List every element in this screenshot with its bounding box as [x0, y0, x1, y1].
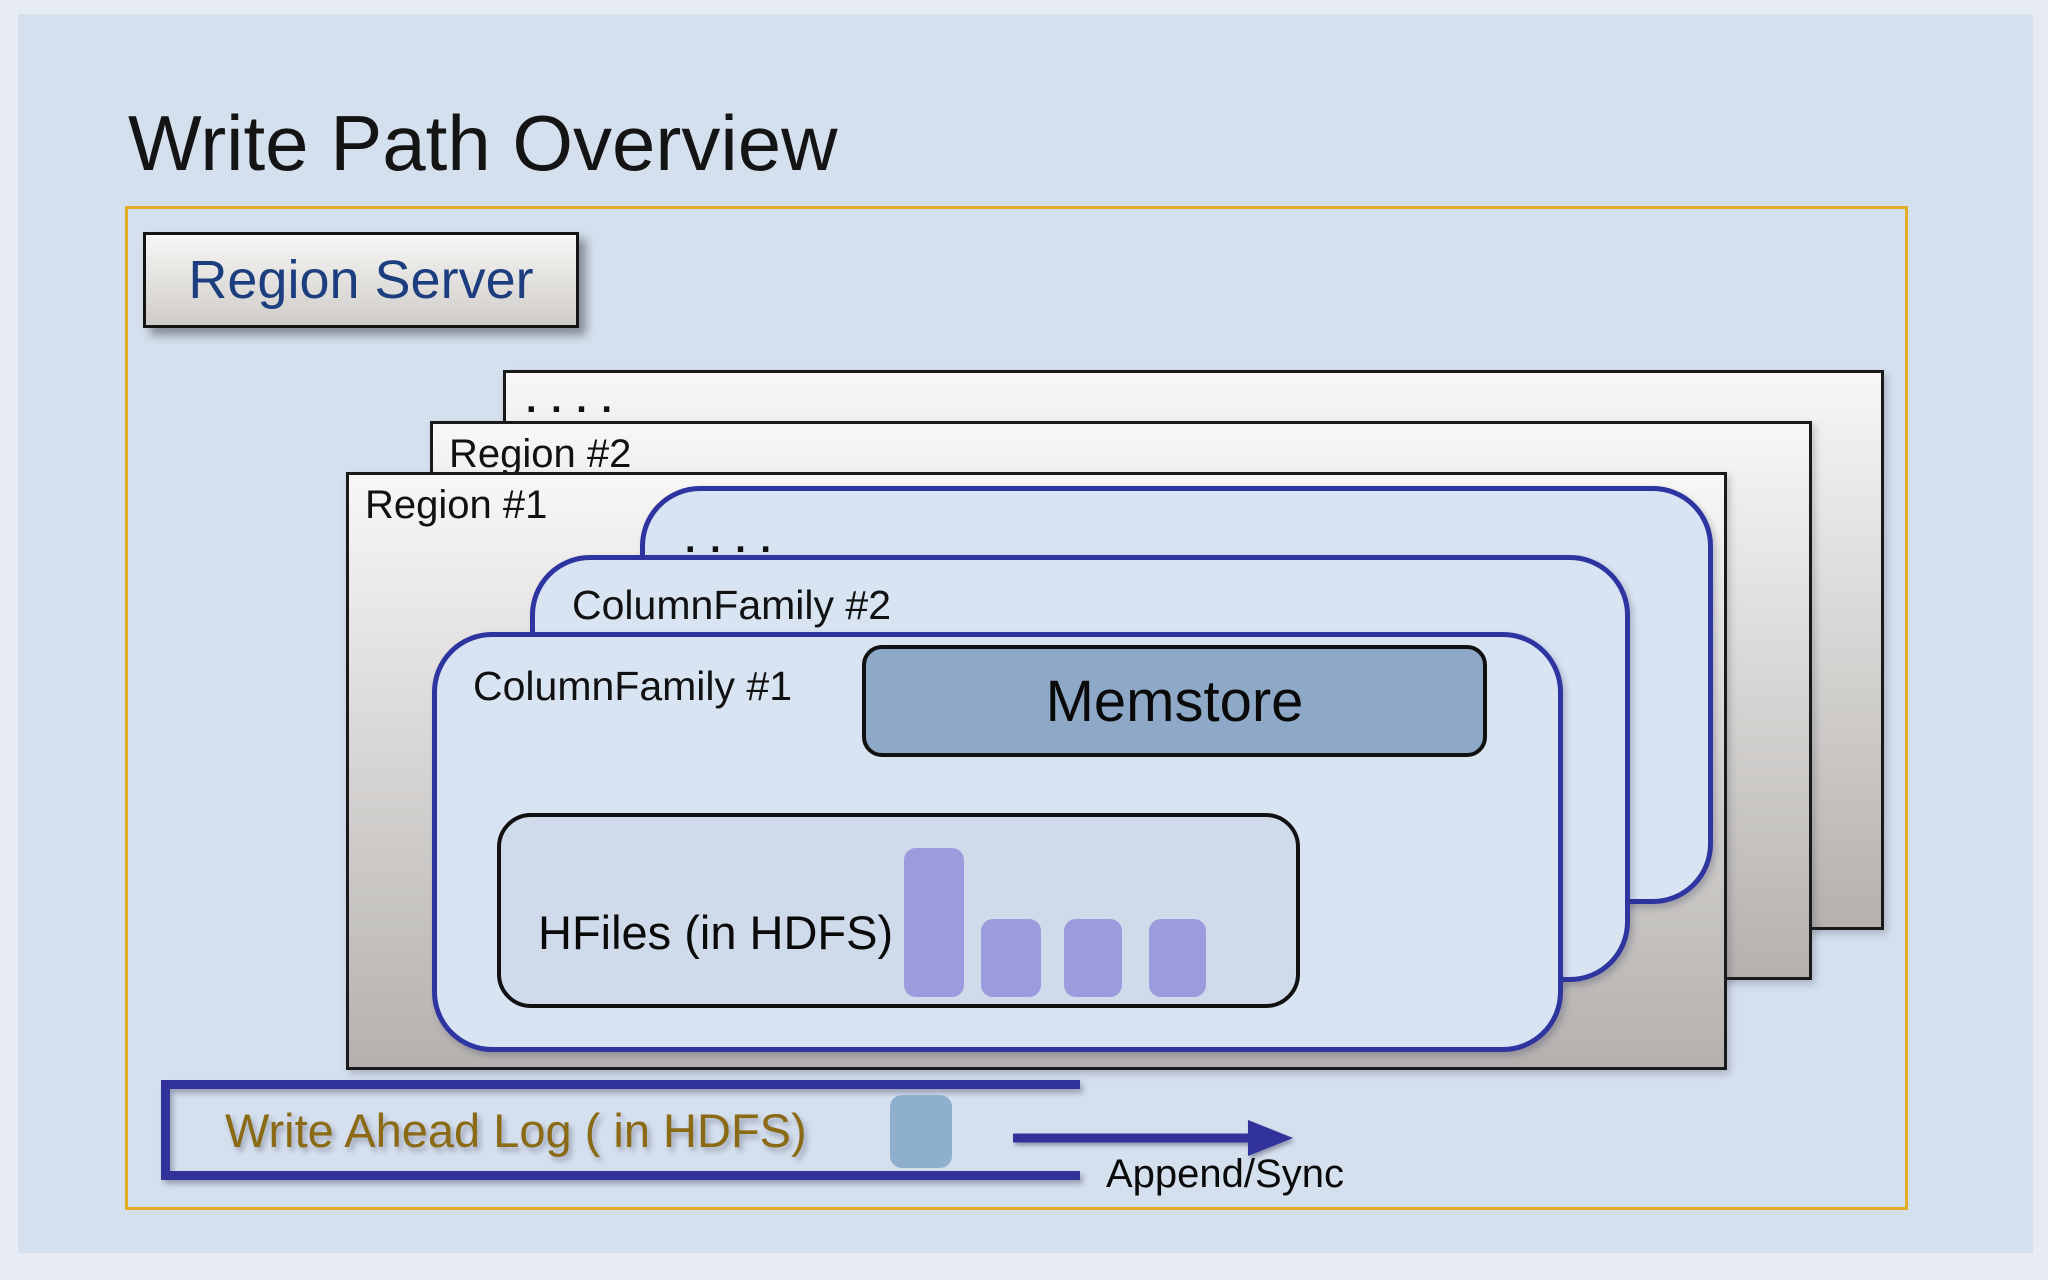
hfile-bar-4: [1149, 919, 1206, 997]
append-sync-label: Append/Sync: [1106, 1152, 1344, 1196]
columnfamily-more-label: . . . .: [685, 519, 773, 561]
hfile-bar-1: [904, 848, 964, 997]
wal-label: Write Ahead Log ( in HDFS): [225, 1103, 807, 1157]
memstore-box: Memstore: [862, 645, 1487, 757]
append-sync-arrow-icon: [1013, 1120, 1293, 1156]
region-server-label: Region Server: [188, 250, 534, 310]
region-1-label: Region #1: [365, 483, 548, 527]
memstore-label: Memstore: [1045, 668, 1304, 734]
wal-block-icon: [890, 1095, 952, 1168]
hfiles-box: HFiles (in HDFS): [497, 813, 1300, 1008]
region-more-label: . . . .: [526, 379, 614, 421]
region-server-button: Region Server: [143, 232, 579, 328]
hfile-bar-3: [1064, 919, 1122, 997]
hfiles-label: HFiles (in HDFS): [538, 906, 894, 959]
hfile-bar-2: [981, 919, 1041, 997]
region-2-label: Region #2: [449, 432, 632, 476]
columnfamily-2-label: ColumnFamily #2: [572, 582, 891, 628]
page-title: Write Path Overview: [128, 99, 838, 187]
region-server-frame: [125, 206, 1908, 1210]
wal-box: Write Ahead Log ( in HDFS): [161, 1080, 1080, 1180]
columnfamily-1-label: ColumnFamily #1: [473, 663, 792, 709]
